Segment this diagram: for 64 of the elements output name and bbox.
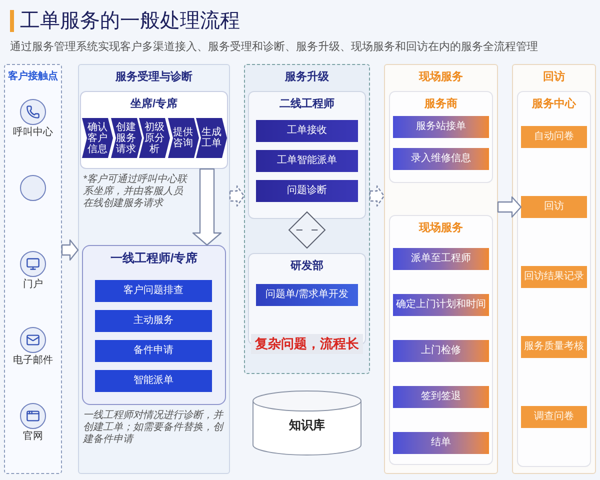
panel	[4, 64, 62, 474]
step-bar: 工单接收	[256, 120, 358, 142]
chevron-step: 生成工单	[196, 118, 227, 158]
panel	[78, 64, 230, 474]
channel-label: 呼叫中心	[13, 127, 53, 139]
step-bar: 上门检修	[393, 340, 489, 362]
chevron-step: 提供咨询	[168, 118, 198, 158]
subtitle-text: 通过服务管理系统实现客户多渠道接入、服务受理和诊断、服务升级、现场服务和回访在内的服务全流程管理	[10, 40, 538, 54]
dashed-block-arrow	[229, 185, 245, 207]
step-bar: 自动问卷	[521, 126, 587, 148]
box-heading: 现场服务	[419, 221, 463, 235]
group-box	[389, 215, 493, 465]
box-heading: 服务商	[424, 97, 458, 111]
box-heading: 研发部	[290, 259, 324, 273]
group-box	[82, 245, 226, 405]
panel-heading: 服务升级	[285, 70, 329, 84]
group-box	[80, 91, 228, 169]
box-heading: 服务中心	[532, 97, 576, 111]
box-heading: 二线工程师	[280, 97, 334, 111]
step-bar: 签到签退	[393, 386, 489, 408]
callout-text: 复杂问题，流程长	[251, 334, 363, 354]
step-bar: 结单	[393, 432, 489, 454]
dashed-block-arrow	[369, 185, 385, 207]
step-bar: 服务站接单	[393, 116, 489, 138]
channel-label: 电子邮件	[13, 355, 53, 367]
decision-diamond	[288, 211, 326, 249]
database-cylinder: 知识库	[252, 390, 362, 456]
step-bar: 客户问题排查	[95, 280, 212, 302]
panel-heading: 服务受理与诊断	[116, 70, 192, 84]
box-heading: 坐席/专席	[130, 97, 178, 111]
panel	[244, 64, 370, 374]
channel-label: 门户	[23, 279, 43, 291]
step-bar: 服务质量考核	[521, 336, 587, 358]
block-arrow	[192, 168, 222, 246]
chevron-step: 创建服务请求	[110, 118, 142, 158]
step-bar: 录入维修信息	[393, 148, 489, 170]
chevron-step: 初级原分析	[139, 118, 170, 158]
step-bar: 智能派单	[95, 370, 212, 392]
panel	[512, 64, 596, 474]
panel-heading: 现场服务	[419, 70, 463, 84]
step-bar: 确定上门计划和时间	[393, 294, 489, 316]
group-box	[248, 91, 366, 219]
step-bar: 回访结果记录	[521, 266, 587, 288]
box-heading: 一线工程师/专席	[110, 251, 198, 265]
panel-heading: 回访	[543, 70, 565, 84]
step-bar: 工单智能派单	[256, 150, 358, 172]
block-arrow	[497, 196, 522, 218]
step-bar: 备件申请	[95, 340, 212, 362]
step-bar: 调查问卷	[521, 406, 587, 428]
note-text: 一线工程师对情况进行诊断，并创建工单；如需要备件替换，创建备件申请	[83, 410, 225, 446]
chevron-step: 确认客户信息	[82, 118, 113, 158]
panel-heading: 客户接触点	[8, 70, 58, 84]
block-arrow	[61, 239, 79, 261]
note-text: *客户可通过呼叫中心联系坐席，并由客服人员在线创建服务请求	[83, 174, 187, 210]
panel	[384, 64, 498, 474]
step-bar: 回访	[521, 196, 587, 218]
step-bar: 问题诊断	[256, 180, 358, 202]
title: 工单服务的一般处理流程	[20, 9, 240, 34]
step-bar: 主动服务	[95, 310, 212, 332]
step-bar: 问题单/需求单开发	[256, 284, 358, 306]
group-box	[389, 91, 493, 183]
group-box	[517, 91, 591, 467]
channel-label: 官网	[23, 431, 43, 443]
step-bar: 派单至工程师	[393, 248, 489, 270]
